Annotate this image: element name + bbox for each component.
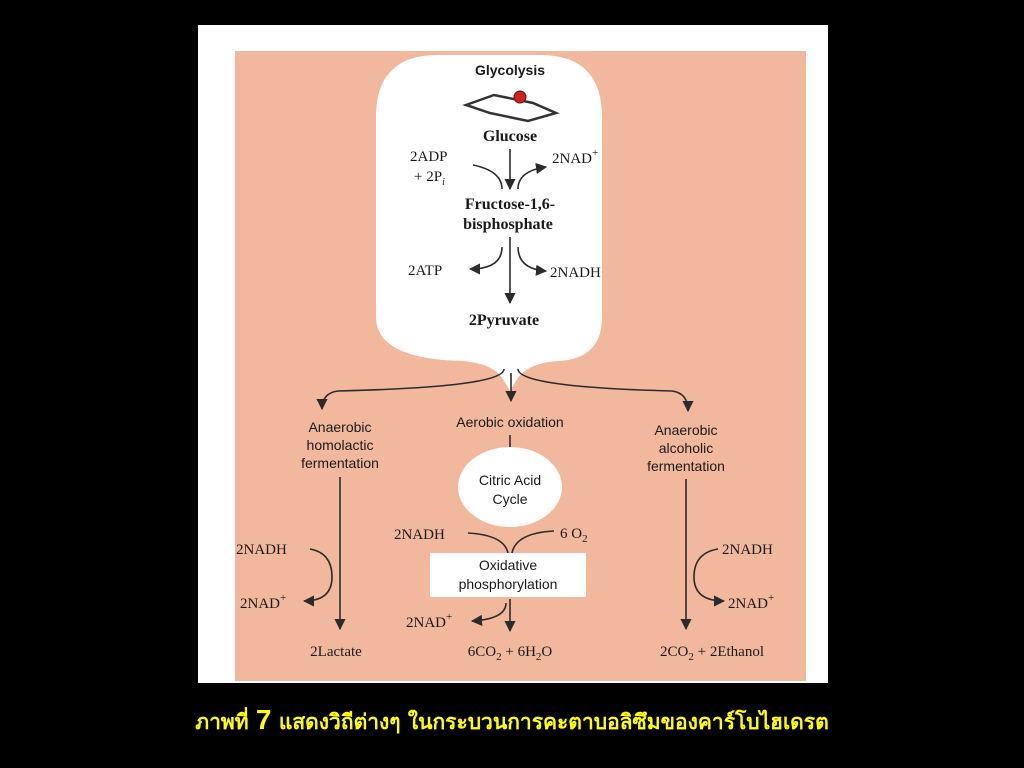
alcoholic-nadh-label: 2NADH bbox=[722, 542, 773, 558]
aerobic-nad-plus-label: 2NAD+ bbox=[406, 611, 452, 631]
homolactic-nadh-label: 2NADH bbox=[236, 542, 287, 558]
alcoholic-label-line2: alcoholic bbox=[659, 440, 713, 456]
aerobic-oxidation-label: Aerobic oxidation bbox=[456, 414, 563, 430]
oxidative-phosphorylation-node bbox=[430, 553, 586, 597]
caption-number: 7 bbox=[255, 704, 272, 735]
homolactic-nadh-arrow bbox=[302, 548, 333, 607]
oxphos-line1: Oxidative bbox=[479, 557, 538, 573]
figure-caption: ภาพที่ 7 แสดงวิถีต่างๆ ในกระบวนการคะตาบอ… bbox=[0, 704, 1024, 739]
o2-label: 6 O2 bbox=[560, 526, 588, 545]
lactate-label: 2Lactate bbox=[310, 644, 362, 660]
nad-plus-label: 2NAD+ bbox=[552, 147, 598, 167]
citric-acid-cycle-node bbox=[458, 447, 562, 527]
glycolysis-title: Glycolysis bbox=[475, 62, 545, 78]
pi-label: + 2Pi bbox=[414, 169, 445, 188]
fbp-label-line2: bisphosphate bbox=[463, 216, 553, 233]
glycolysis-balloon bbox=[376, 55, 602, 391]
pyruvate-label: 2Pyruvate bbox=[469, 312, 539, 329]
figure-frame: Glycolysis Glucose 2ADP + 2Pi 2NAD+ Fruc… bbox=[198, 25, 828, 683]
adp-label: 2ADP bbox=[410, 149, 448, 165]
aerobic-nadh-label: 2NADH bbox=[394, 527, 445, 543]
alcoholic-products-label: 2CO2 + 2Ethanol bbox=[660, 644, 764, 663]
glucose-ring-icon bbox=[462, 90, 560, 123]
alcoholic-nad-plus-label: 2NAD+ bbox=[728, 592, 774, 612]
alcoholic-label-line1: Anaerobic bbox=[654, 422, 717, 438]
homolactic-label-line3: fermentation bbox=[301, 455, 379, 471]
oxphos-line2: phosphorylation bbox=[459, 576, 558, 592]
homolactic-nad-plus-label: 2NAD+ bbox=[240, 592, 286, 612]
citric-acid-cycle-line1: Citric Acid bbox=[479, 472, 541, 488]
alcoholic-label-line3: fermentation bbox=[647, 458, 725, 474]
fbp-label-line1: Fructose-1,6- bbox=[465, 196, 555, 213]
glycolysis-arrows bbox=[468, 149, 548, 305]
aerobic-nad-arrow bbox=[470, 602, 507, 626]
branch-arrows bbox=[316, 368, 694, 413]
pathway-diagram: Glycolysis Glucose 2ADP + 2Pi 2NAD+ Fruc… bbox=[235, 51, 806, 681]
caption-prefix: ภาพที่ bbox=[195, 710, 249, 734]
atp-label: 2ATP bbox=[408, 263, 442, 279]
aerobic-nadh-arrow bbox=[467, 532, 509, 554]
caption-text: แสดงวิถีต่างๆ ในกระบวนการคะตาบอลิซึมของค… bbox=[278, 710, 829, 734]
nadh-glycolysis-label: 2NADH bbox=[550, 265, 601, 281]
o2-arrow bbox=[511, 530, 555, 554]
citric-acid-cycle-line2: Cycle bbox=[492, 491, 527, 507]
glucose-label: Glucose bbox=[483, 128, 537, 145]
homolactic-label-line2: homolactic bbox=[307, 437, 374, 453]
alcoholic-nadh-arrow bbox=[693, 548, 726, 607]
aerobic-products-label: 6CO2 + 6H2O bbox=[468, 644, 553, 663]
homolactic-label-line1: Anaerobic bbox=[308, 419, 371, 435]
